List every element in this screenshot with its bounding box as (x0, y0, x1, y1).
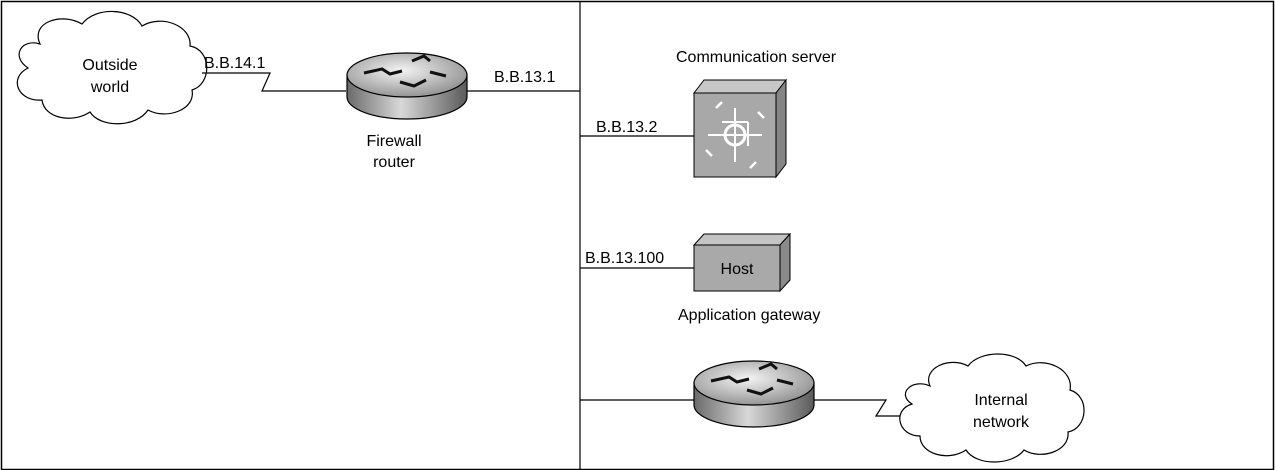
outside-link-address: B.B.14.1 (204, 55, 265, 72)
firewall-router-label-line1: Firewall (366, 133, 421, 150)
comm-server-address: B.B.13.2 (596, 119, 657, 136)
application-gateway-label: Application gateway (678, 307, 820, 324)
wan-link-internal (814, 399, 906, 417)
internal-network-label-line2: network (973, 414, 1030, 431)
communication-server-icon (692, 78, 788, 179)
outside-world-label-line2: world (90, 79, 129, 96)
host-address: B.B.13.100 (585, 250, 664, 267)
host-box-icon (692, 232, 792, 293)
outside-world-cloud (16, 10, 208, 125)
firewall-router-label-line2: router (373, 154, 415, 171)
internal-network-cloud (899, 353, 1085, 463)
host-box-label: Host (721, 261, 754, 278)
outside-world-label-line1: Outside (82, 57, 137, 74)
firewall-lan-address: B.B.13.1 (494, 69, 555, 86)
internal-network-label-line1: Internal (974, 392, 1027, 409)
wan-link-outside (202, 72, 346, 92)
internal-router-icon (693, 360, 815, 428)
firewall-router-icon (346, 52, 468, 120)
communication-server-label: Communication server (676, 49, 837, 66)
